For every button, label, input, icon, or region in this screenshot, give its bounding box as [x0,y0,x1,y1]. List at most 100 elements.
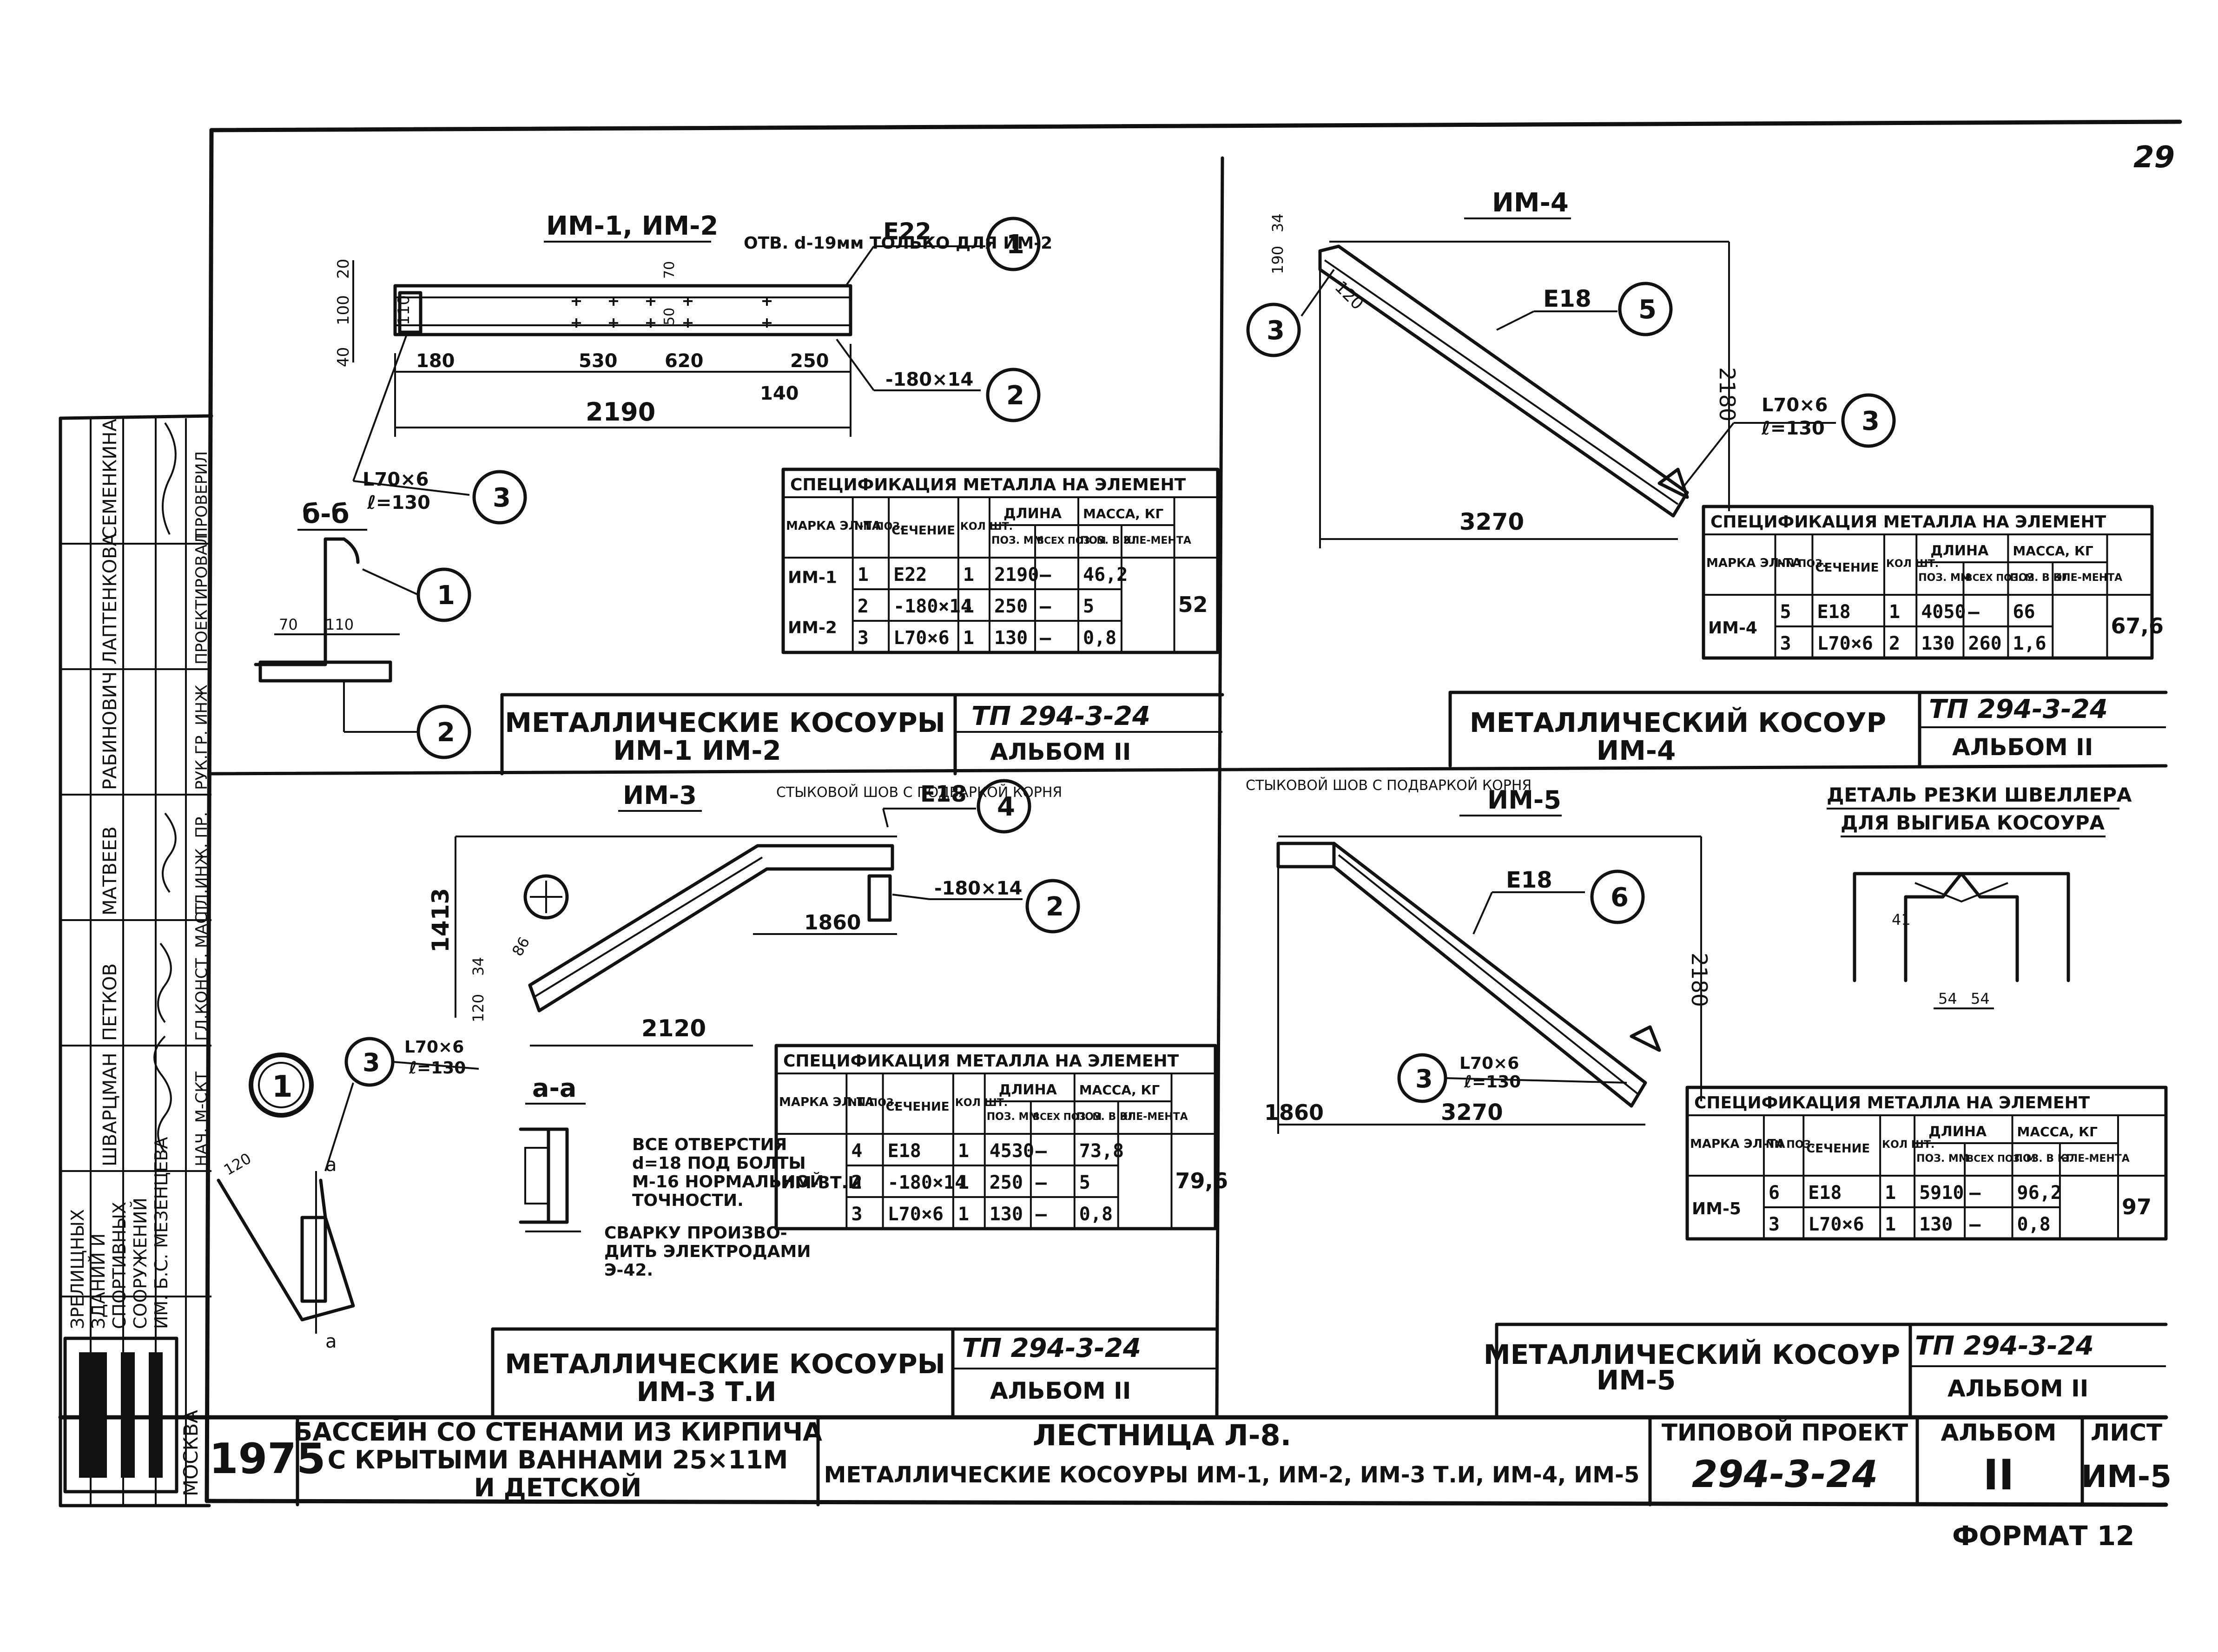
bubble-2 [986,368,1041,422]
stringer-im5 [1332,842,1647,1108]
sheet-frame [58,119,2182,1507]
section-mark: а [325,1331,337,1352]
header-cell: ПОЗ. ММ [1916,1153,1969,1165]
table-cell: 2190 [994,564,1039,586]
dim: 190 [1269,246,1287,274]
header-cell: ВСЕХ ПОЗ. М [1033,1111,1102,1122]
table-cell: 1 [958,1140,969,1162]
stamp-role: РУК.ГР. ИНЖ [192,684,211,790]
header-cell: МАРКА ЭЛ-ТА [1706,556,1802,570]
bubble-number: 2 [1046,892,1064,922]
section-plate [524,1147,549,1204]
section-plate [258,660,392,683]
header-cell: ЭЛЕ-МЕНТА [1120,1111,1188,1123]
dim: 1860 [804,911,861,935]
bubble-number: 3 [1862,406,1880,436]
table-cell: 1 [963,627,974,649]
header-cell: МАССА, КГ [2013,543,2093,559]
note-line: Э-42. [604,1261,653,1280]
album-value: II [1983,1451,2014,1500]
stamp-role: ГЛ.ИНЖ. ПР. [192,812,211,915]
channel-beam-e22 [393,284,852,336]
album-ref: АЛЬБОМ II [990,1377,1131,1404]
panel-im12: ИМ-1, ИМ-2 ОТВ. d-19мм ТОЛЬКО ДЛЯ ИМ-2 2… [254,211,1224,776]
table-cell: 66 [2013,601,2035,623]
table-cell: Е18 [1817,601,1850,623]
spec-table [1702,505,2154,660]
table-cell: 1 [1885,1214,1896,1235]
table-cell: 96,2 [2017,1182,2062,1204]
plate-label: -180×14 [885,369,973,390]
header-cell: ЭЛЕ-МЕНТА [1123,535,1191,546]
dim: 120 [1331,277,1367,314]
table-cell: 5 [1079,1172,1090,1193]
table-cell: 3 [851,1204,862,1225]
panel-im5: СТЫКОВОЙ ШОВ С ПОДВАРКОЙ КОРНЯ ИМ-5 2180… [1246,777,2168,1419]
dim: 530 [579,350,618,372]
drawing-title: ЛЕСТНИЦА Л-8. [1033,1418,1291,1452]
header-cell: ВСЕХ ПОЗ. М [1967,1153,2035,1164]
project-title: И ДЕТСКОЙ [474,1473,642,1502]
bubble-3 [472,470,527,525]
table-cell: 2 [851,1172,862,1193]
table-cell: 5 [1780,601,1791,623]
hole-note: ОТВ. d-19мм ТОЛЬКО ДЛЯ ИМ-2 [744,234,1052,253]
detail-callout-1 [249,1053,314,1118]
spec-title: СПЕЦИФИКАЦИЯ МЕТАЛЛА НА ЭЛЕМЕНТ [1710,513,2106,532]
stamp-role: ГЛ.КОНСТ. МАСТ [192,903,211,1041]
cut-detail-profile [1853,872,2070,982]
table-cell: Е18 [888,1140,921,1162]
bubble-4 [977,779,1031,834]
header-cell: ПОЗ. В КГ [1076,1111,1135,1123]
table-total: 52 [1178,592,1208,617]
album-ref: АЛЬБОМ II [1947,1375,2088,1402]
table-cell: 3 [1780,633,1791,654]
bubble-number: 1 [437,580,455,611]
table-cell: 1 [958,1172,969,1193]
channel-label: Е18 [1506,867,1552,893]
section-label: а-а [532,1073,576,1103]
table-cell: 130 [990,1204,1023,1225]
dim: 20 [334,259,353,279]
view-label: ИМ-1, ИМ-2 [546,211,718,241]
dim: 41 [1892,911,1911,928]
header-cell: ПОЗ. ММ [991,535,1044,546]
panel-caption: ИМ-4 [1597,735,1676,766]
header-cell: МАССА, КГ [1083,506,1164,521]
stamp-role: НАЧ. М-СКТ [192,1072,211,1166]
spec-title: СПЕЦИФИКАЦИЯ МЕТАЛЛА НА ЭЛЕМЕНТ [790,475,1186,494]
dim: 250 [790,350,829,372]
header-cell: ДЛИНА [999,1082,1057,1098]
table-cell: -180×14 [888,1172,966,1193]
table-cell: — [1040,596,1051,617]
stamp-org: СООРУЖЕНИЙ [130,1198,151,1329]
table-cell: 1 [1885,1182,1896,1204]
table-cell: — [1040,564,1051,586]
bubble-1 [416,567,471,622]
detail-title: ДЕТАЛЬ РЕЗКИ ШВЕЛЛЕРА [1827,783,2132,806]
table-cell: — [1036,1140,1047,1162]
signature [162,812,177,893]
stamp-name: ЛАПТЕНКОВА [99,533,121,665]
dim: 54 [1938,990,1957,1007]
table-cell: 250 [990,1172,1023,1193]
section-a-a-profile [519,1127,569,1224]
panel-caption: ИМ-3 Т.И [636,1376,776,1408]
dim: 1860 [1264,1100,1324,1125]
panel-caption: МЕТАЛЛИЧЕСКИЕ КОСОУРЫ [505,707,945,738]
bubble-number: 5 [1638,295,1657,325]
stamp-name: МАТВЕЕВ [99,826,121,915]
stamp-org: МОСКВА [179,1410,202,1496]
header-cell: КОЛ ШТ. [1886,558,1939,570]
bubble-3 [1841,393,1896,448]
dim: 50 [661,308,678,325]
channel-label: Е18 [1543,285,1591,312]
bubble-1 [986,217,1041,271]
stamp-name: ШВАРЦМАН [99,1053,121,1166]
section-b-b-profile [254,537,360,666]
header-cell: ПОЗ. В КГ [2010,572,2068,584]
bubble-3 [1246,303,1301,357]
angle-label: L70×6 [1762,395,1828,416]
dim: 140 [760,383,799,404]
table-cell: 4530 [990,1140,1034,1162]
